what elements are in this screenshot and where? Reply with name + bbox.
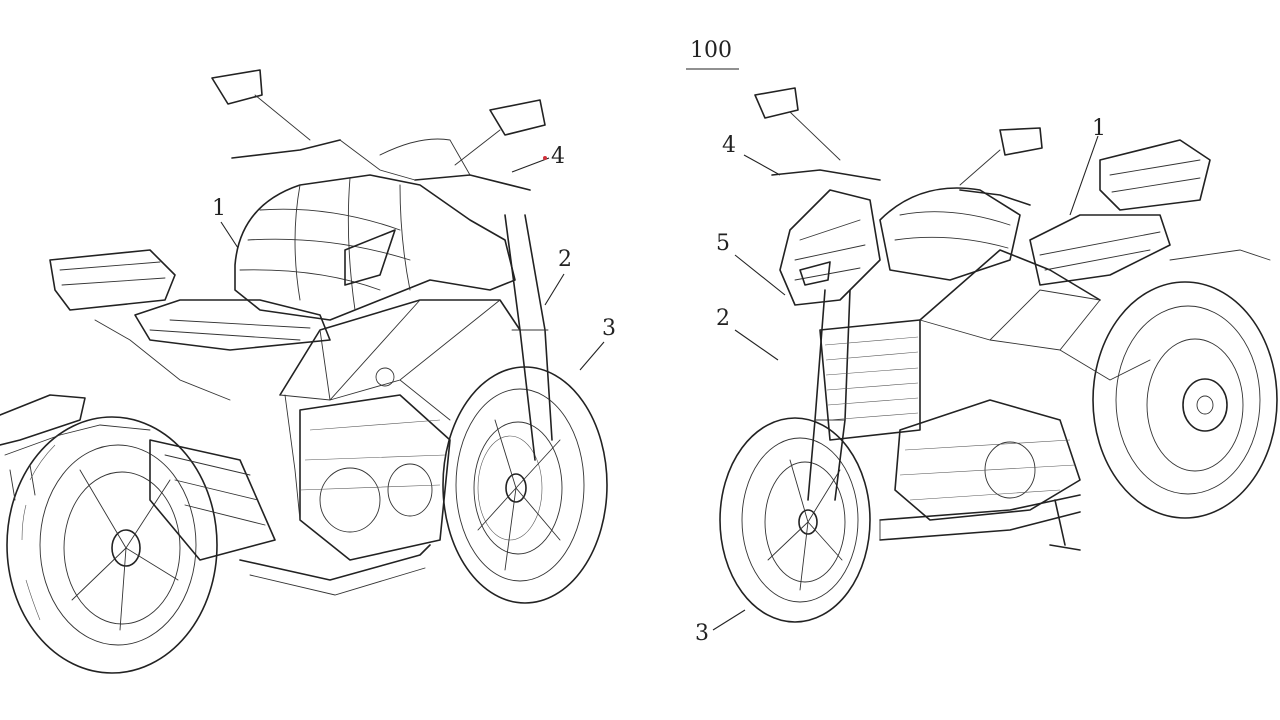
left-motorcycle-drawing: [0, 69, 608, 674]
right-label-2-leader: [734, 329, 779, 361]
left-front-wheel: [442, 366, 608, 604]
left-mirror-right: [489, 99, 546, 136]
left-label-2: 2: [558, 247, 572, 272]
left-label-1: 1: [212, 196, 226, 221]
accent-dot: [543, 156, 547, 160]
left-label-3-leader: [579, 341, 605, 371]
left-seat: [49, 249, 331, 401]
left-mirror-left: [211, 69, 263, 105]
left-exhaust: [149, 439, 431, 596]
right-view-labels: 1 4 5 2 3: [695, 116, 1106, 646]
left-fuel-tank: [234, 174, 516, 321]
right-headlight-cowl: [779, 189, 881, 306]
left-engine: [299, 394, 451, 561]
right-kickstand: [1049, 499, 1081, 551]
right-label-1-leader: [1069, 135, 1099, 216]
left-rear-wheel: [6, 416, 218, 674]
right-exhaust: [879, 494, 1081, 541]
left-handlebars: [211, 69, 546, 191]
left-label-1-leader: [220, 221, 239, 249]
right-label-1: 1: [1092, 116, 1106, 141]
left-label-3: 3: [602, 316, 616, 341]
left-rear-fender: [0, 394, 151, 501]
right-front-wheel: [719, 417, 871, 623]
left-label-4: 4: [551, 144, 565, 169]
left-label-4-leader: [511, 157, 550, 173]
right-trellis-frame: [919, 249, 1151, 381]
right-fuel-tank: [879, 187, 1021, 281]
right-seat: [1029, 139, 1271, 286]
right-label-5: 5: [716, 231, 730, 256]
right-label-3: 3: [695, 621, 709, 646]
right-label-5-leader: [734, 254, 786, 296]
right-label-3-leader: [712, 609, 746, 631]
right-radiator: [819, 319, 921, 441]
left-trellis-frame: [279, 299, 521, 521]
right-mirror-left: [754, 87, 799, 119]
figure-number-label: 100: [690, 38, 732, 63]
left-label-2-leader: [544, 273, 565, 306]
right-label-2: 2: [716, 306, 730, 331]
right-label-4: 4: [722, 133, 736, 158]
right-rear-wheel: [1092, 281, 1278, 519]
figure-number: 100: [686, 38, 739, 70]
right-front-fork: [807, 289, 851, 501]
left-view-labels: 1 2 3 4: [212, 144, 616, 371]
right-mirror-right: [999, 127, 1043, 156]
right-motorcycle-drawing: [719, 87, 1278, 623]
right-handlebars: [754, 87, 1043, 206]
right-label-4-leader: [743, 154, 781, 176]
right-engine: [894, 399, 1081, 521]
left-front-fork: [504, 214, 553, 461]
